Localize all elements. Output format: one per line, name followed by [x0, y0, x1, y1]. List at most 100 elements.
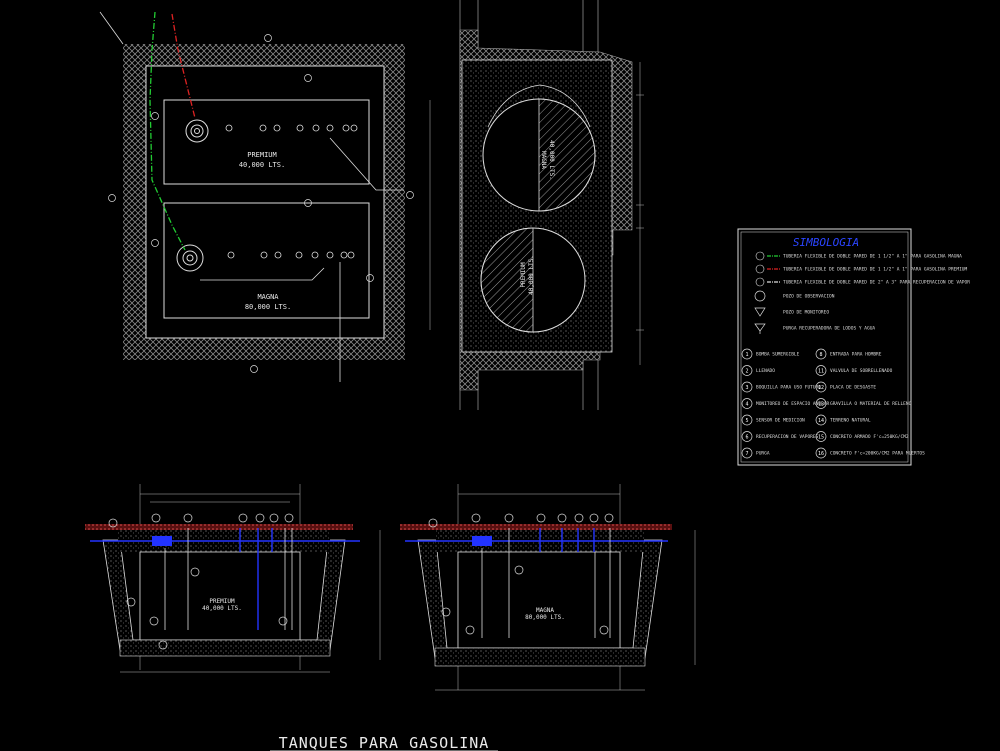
legend-number: 3: [745, 385, 748, 391]
legend-number-text: BOMBA SUMERGIBLE: [756, 352, 800, 358]
magna-risers: [539, 528, 595, 552]
magna-callouts: [428, 513, 614, 635]
plan-premium-pipe: [171, 13, 196, 119]
legend-number-marker: [815, 381, 827, 393]
magna-fittings: [481, 528, 611, 638]
legend-number: 16: [818, 451, 824, 457]
legend-number-marker: [741, 398, 753, 409]
legend-number-marker: [741, 381, 753, 393]
legend-number-marker: [815, 447, 827, 459]
plan-tank-premium: [163, 99, 370, 185]
section-dimensions: [429, 62, 644, 365]
plan-tank-magna: [163, 202, 370, 319]
legend-line-text: TUBERIA FLEXIBLE DE DOBLE PARED DE 2" A …: [783, 280, 970, 286]
monitoring-well-icon: [754, 307, 766, 317]
legend-number-text: PURGA: [756, 451, 770, 457]
section-lower-capacity: 40,000 LTS.: [528, 255, 535, 295]
premium-tank: [139, 551, 301, 641]
legend-number-text: SENSOR DE MEDICION: [756, 418, 805, 424]
observation-well-icon: [754, 290, 766, 302]
legend-number-text: PLACA DE DESGASTE: [830, 385, 876, 391]
legend-title: SIMBOLOGIA: [793, 236, 859, 249]
legend-number-text: GRAVILLA O MATERIAL DE RELLENO: [830, 401, 912, 407]
legend-number: 14: [818, 418, 824, 424]
legend-number: 12: [818, 385, 824, 391]
legend-number-marker: [741, 414, 753, 426]
section-tank-lower: PREMIUM 40,000 LTS.: [480, 227, 586, 333]
plan-magna-pipe: [149, 11, 186, 251]
legend-number-text: BOQUILLA PARA USO FUTURO: [756, 385, 821, 391]
legend-number-marker: [815, 398, 827, 409]
legend-line-marker: [755, 264, 765, 274]
plan-view: PREMIUM 40,000 LTS. MAGNA 80,000 LTS.: [99, 11, 414, 382]
legend-number-text: TERRENO NATURAL: [830, 418, 871, 424]
legend-number: 11: [818, 369, 824, 375]
legend-number: 13: [818, 402, 824, 408]
premium-callouts: [108, 513, 294, 650]
legend-number: 6: [745, 435, 748, 441]
plan-magna-capacity: 80,000 LTS.: [245, 303, 291, 311]
legend-symbol-text: POZO DE MONITOREO: [783, 310, 829, 316]
legend-number-text: CONCRETO ARMADO F'c=250KG/CM2: [830, 434, 909, 440]
legend-number-marker: [741, 348, 753, 360]
section-view: MAGNA 40,000 LTS. PREMIUM 40,000 LTS.: [429, 0, 644, 410]
legend-number-text: LLENADO: [756, 368, 775, 374]
premium-elev-capacity: 40,000 LTS.: [202, 605, 242, 612]
plan-magna-name: MAGNA: [257, 293, 279, 301]
plan-callouts: [108, 34, 414, 373]
magna-elev-capacity: 80,000 LTS.: [525, 614, 565, 621]
legend-number-text: CONCRETO F'c=200KG/CM2 PARA MUERTOS: [830, 451, 925, 457]
legend-number: 15: [818, 435, 824, 441]
legend-line-text: TUBERIA FLEXIBLE DE DOBLE PARED DE 1 1/2…: [783, 267, 968, 273]
plan-fittings: [225, 124, 358, 259]
legend-number-text: RECUPERACION DE VAPORES: [756, 434, 819, 440]
legend-line-marker: [755, 277, 765, 287]
legend-number: 1: [745, 352, 748, 358]
legend-number-marker: [815, 414, 827, 426]
magna-slab: [400, 524, 672, 530]
legend-number-text: ENTRADA PARA HOMBRE: [830, 352, 882, 358]
legend: SIMBOLOGIA TUBERIA FLEXIBLE DE DOBLE PAR…: [737, 228, 970, 466]
magna-tank: [457, 551, 621, 649]
legend-number-marker: [741, 447, 753, 459]
legend-frame: [737, 228, 912, 466]
elevation-premium: PREMIUM 40,000 LTS.: [85, 484, 381, 673]
legend-number: 2: [745, 369, 748, 375]
elevation-magna: MAGNA 80,000 LTS.: [400, 484, 696, 691]
legend-number-marker: [815, 348, 827, 360]
legend-number: 7: [745, 451, 748, 457]
legend-number-marker: [815, 365, 827, 376]
legend-number: 8: [819, 352, 822, 358]
legend-number: 5: [745, 418, 748, 424]
plan-pit: [145, 65, 385, 339]
plan-premium-name: PREMIUM: [247, 151, 277, 159]
section-upper-capacity: 40,000 LTS.: [548, 140, 555, 180]
premium-slab: [85, 524, 353, 530]
premium-elev-name: PREMIUM: [209, 598, 235, 605]
drawing-title: TANQUES PARA GASOLINA: [279, 734, 490, 751]
legend-number-text: MONITOREO DE ESPACIO ANULAR: [756, 401, 829, 407]
plan-manhole-premium: [185, 119, 209, 143]
plan-vapor-line-2: [200, 267, 325, 281]
legend-line-marker: [755, 251, 765, 261]
premium-fittings: [164, 528, 293, 630]
legend-line-text: TUBERIA FLEXIBLE DE DOBLE PARED DE 1 1/2…: [783, 254, 962, 260]
legend-number-marker: [741, 431, 753, 442]
legend-number-text: VALVULA DE SOBRELLENADO: [830, 368, 893, 374]
sludge-purge-icon: [754, 323, 766, 334]
magna-elev-name: MAGNA: [536, 607, 554, 614]
premium-risers: [239, 528, 273, 630]
section-upper-name: MAGNA: [540, 151, 547, 169]
legend-number-marker: [741, 365, 753, 376]
legend-symbol-text: POZO DE OBSERVACION: [783, 294, 835, 300]
section-tank-upper: MAGNA 40,000 LTS.: [482, 84, 596, 212]
plan-vapor-line-1: [329, 137, 404, 191]
legend-symbol-text: PURGA RECUPERADORA DE LODOS Y AGUA: [783, 326, 875, 332]
plan-manhole-magna: [176, 244, 204, 272]
legend-number: 4: [745, 402, 748, 408]
plan-premium-capacity: 40,000 LTS.: [239, 161, 285, 169]
legend-number-marker: [815, 431, 827, 442]
section-lower-name: PREMIUM: [520, 262, 527, 288]
plan-vent-line: [99, 11, 124, 45]
